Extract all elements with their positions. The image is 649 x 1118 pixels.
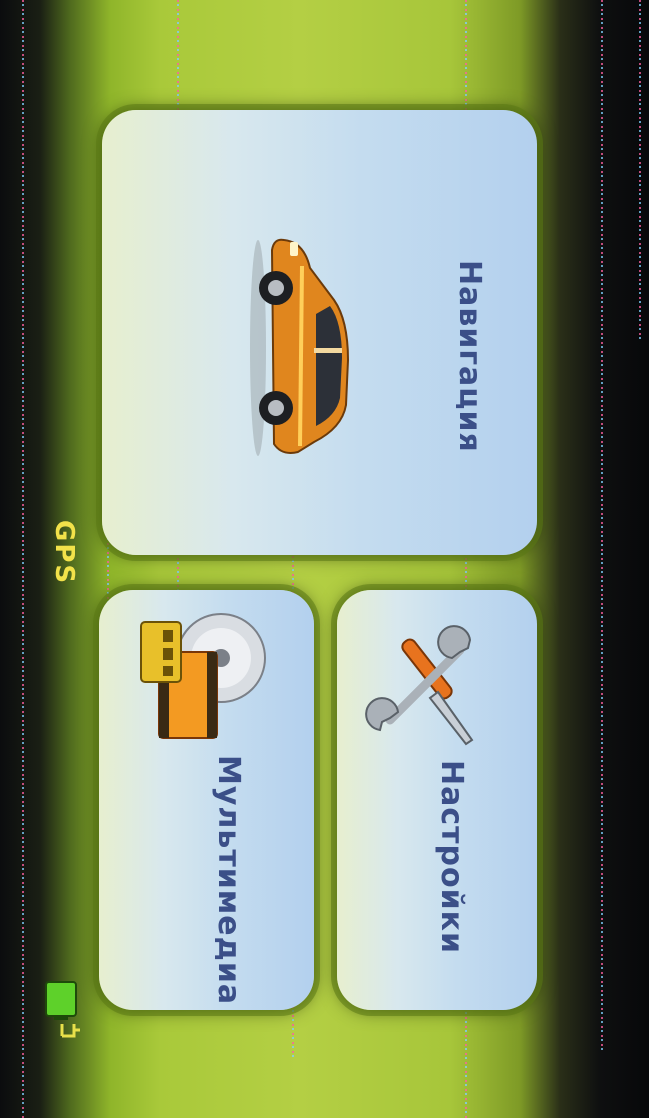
tools-icon (362, 620, 482, 755)
multimedia-label: Мультимедиа (211, 755, 246, 1005)
display-artifact (639, 0, 641, 340)
settings-label: Настройки (434, 760, 469, 954)
display-artifact (601, 0, 603, 1050)
multimedia-button[interactable]: Мультимедиа (99, 590, 314, 1010)
media-icon (129, 600, 279, 750)
settings-button[interactable]: Настройки (337, 590, 537, 1010)
display-artifact (22, 0, 24, 1118)
navigation-label: Навигация (452, 260, 487, 453)
car-icon (247, 230, 362, 460)
gps-status: GPS (49, 520, 79, 585)
battery-charging-icon[interactable] (39, 980, 84, 1040)
navigation-button[interactable]: Навигация (102, 110, 537, 555)
